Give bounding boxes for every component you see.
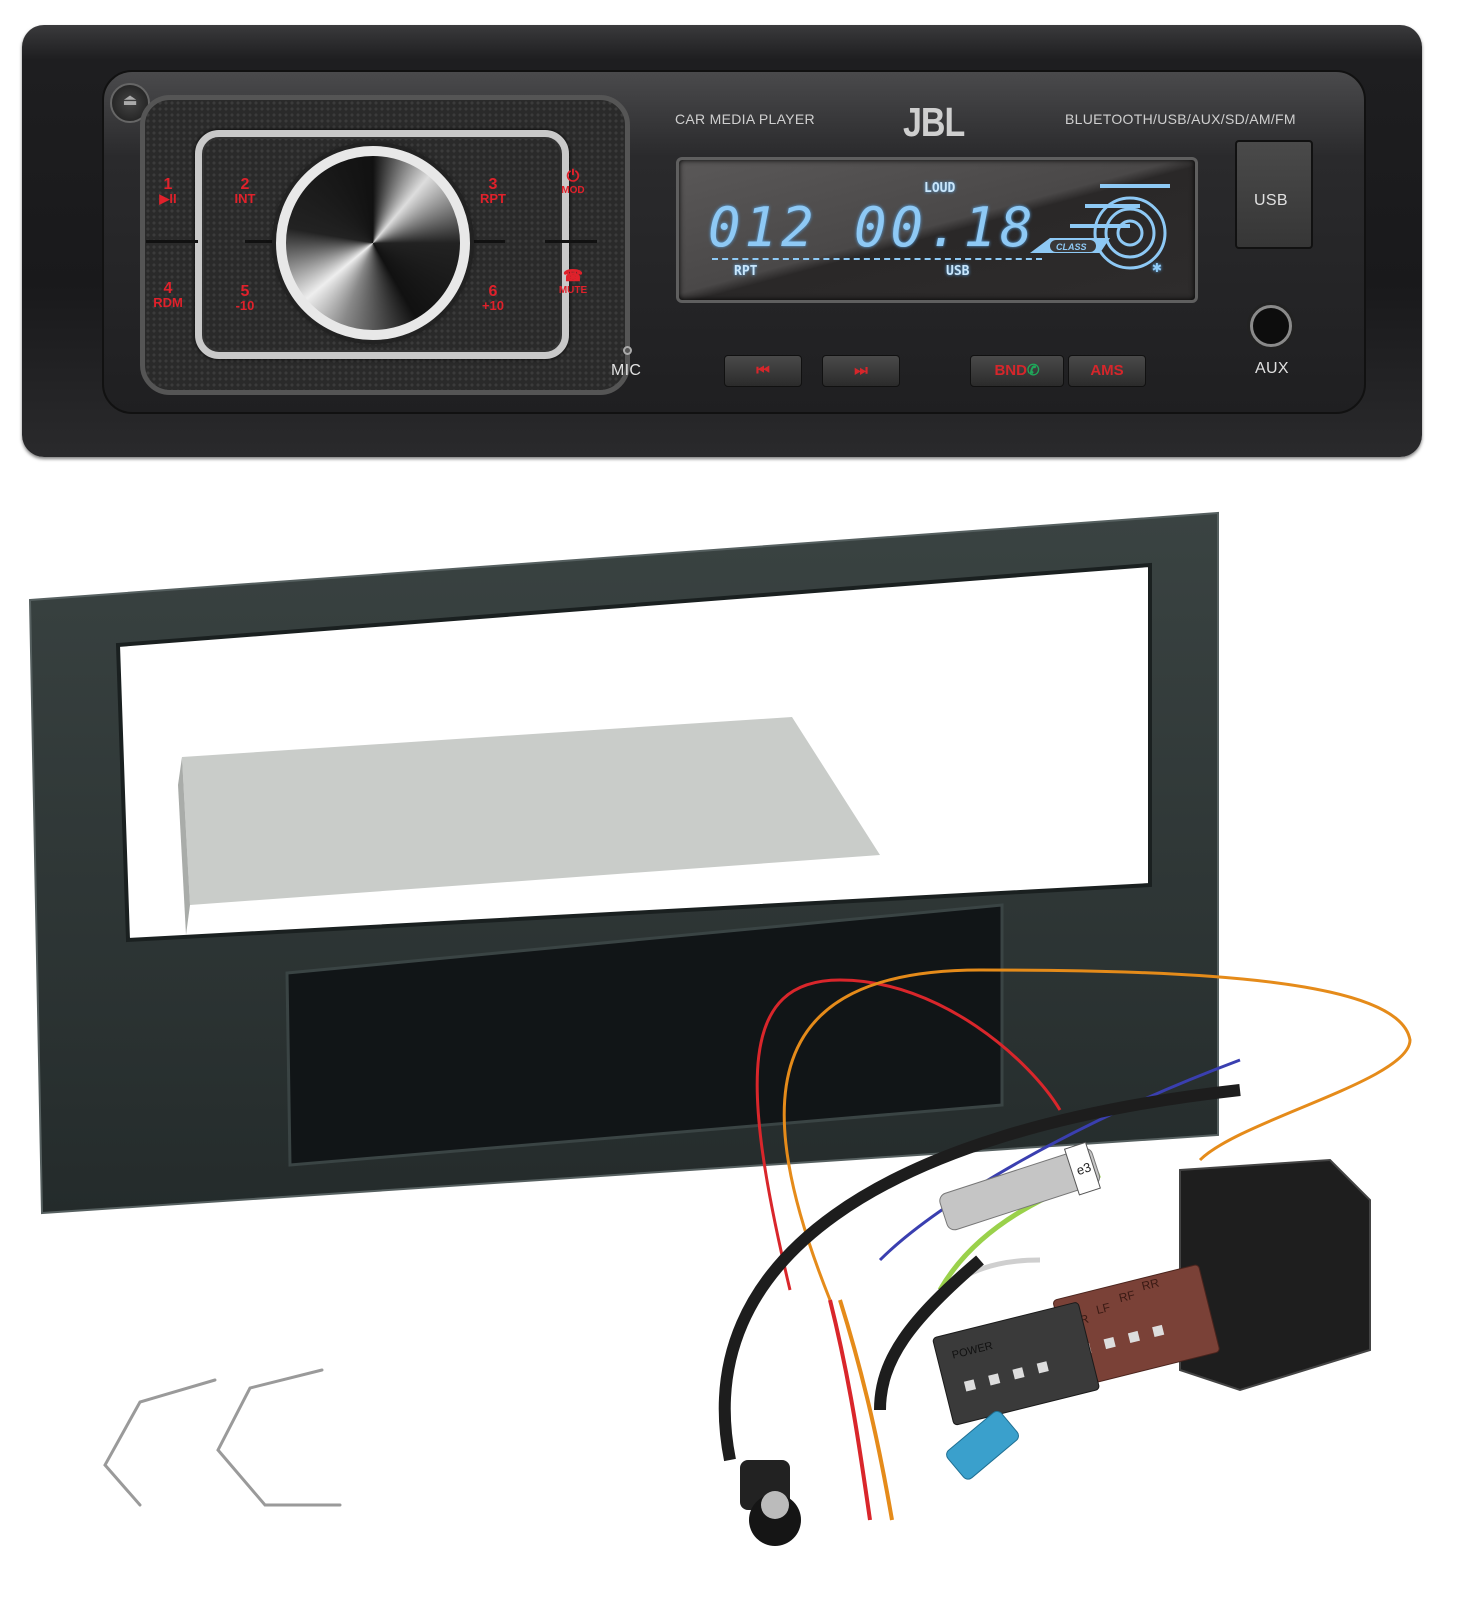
- mounting-cage: [182, 717, 880, 905]
- bluetooth-icon: ✱: [1152, 257, 1162, 276]
- preset-key-5[interactable]: 5 -10: [235, 283, 255, 313]
- previous-track-button[interactable]: ⏮: [724, 355, 802, 387]
- usb-label: USB: [1254, 192, 1288, 209]
- din-antenna-plug: [740, 1460, 801, 1546]
- source-indicator: USB: [946, 264, 970, 279]
- model-label: CAR MEDIA PLAYER: [675, 111, 815, 127]
- antenna-adapter: e3: [939, 1141, 1101, 1231]
- svg-text:RR: RR: [1140, 1275, 1161, 1293]
- release-tool-left: [103, 1378, 217, 1507]
- svg-text:RF: RF: [1117, 1288, 1136, 1305]
- hang-up-icon: ☎: [563, 268, 583, 285]
- band-call-button[interactable]: BND✆: [970, 355, 1064, 387]
- rpt-indicator: RPT: [734, 264, 758, 279]
- next-track-button[interactable]: ⏭: [822, 355, 900, 387]
- display-digits: 012 00.18: [708, 196, 1037, 259]
- keypad-divider: [146, 240, 198, 243]
- loud-indicator: LOUD: [924, 181, 956, 196]
- preset-key-2[interactable]: 2 INT: [234, 176, 256, 206]
- keypad-inner-ring: [195, 130, 569, 359]
- microphone-icon: [623, 346, 632, 355]
- preset-key-3[interactable]: 3 RPT: [480, 176, 506, 206]
- features-label: BLUETOOTH/USB/AUX/SD/AM/FM: [1065, 111, 1296, 127]
- usb-port-cover[interactable]: [1235, 140, 1313, 249]
- wiring-harness: e3 LR LF RF RR POWER: [718, 968, 1412, 1546]
- svg-text:e3: e3: [1075, 1159, 1093, 1178]
- power-connector: POWER: [932, 1302, 1100, 1426]
- radio-release-tools: [103, 1368, 342, 1507]
- volume-knob[interactable]: [276, 146, 470, 340]
- quadlock-connector: [1179, 1158, 1371, 1392]
- preset-key-6[interactable]: 6 +10: [481, 283, 505, 313]
- mode-key[interactable]: ⏻ MOD: [548, 168, 598, 198]
- class-graphic-icon: CLASS: [1030, 184, 1170, 270]
- fakra-antenna-plug: [946, 1410, 1019, 1480]
- brand-logo: JBL: [903, 100, 965, 146]
- svg-text:LF: LF: [1095, 1300, 1112, 1317]
- mute-key[interactable]: ☎ MUTE: [548, 268, 598, 298]
- keypad-divider: [465, 240, 505, 243]
- storage-pocket: [285, 903, 1004, 1167]
- keypad-divider: [545, 240, 597, 243]
- release-tool-right: [216, 1368, 342, 1507]
- phone-icon: ✆: [1026, 362, 1040, 379]
- display-segment-bar: [712, 258, 1042, 260]
- svg-text:CLASS: CLASS: [1056, 242, 1087, 252]
- power-icon: ⏻: [566, 168, 580, 185]
- preset-key-1[interactable]: 1 ▶II: [159, 176, 177, 206]
- fitting-frame: [28, 511, 1219, 1215]
- speaker-connector: LR LF RF RR: [1053, 1264, 1220, 1388]
- eject-icon: ⏏: [122, 92, 138, 109]
- aux-label: AUX: [1255, 360, 1289, 377]
- aux-input-jack[interactable]: [1250, 305, 1292, 347]
- mic-label: MIC: [611, 362, 642, 379]
- lcd-display: [676, 157, 1198, 303]
- ams-button[interactable]: AMS: [1068, 355, 1146, 387]
- preset-key-4[interactable]: 4 RDM: [153, 280, 183, 310]
- keypad-divider: [245, 240, 285, 243]
